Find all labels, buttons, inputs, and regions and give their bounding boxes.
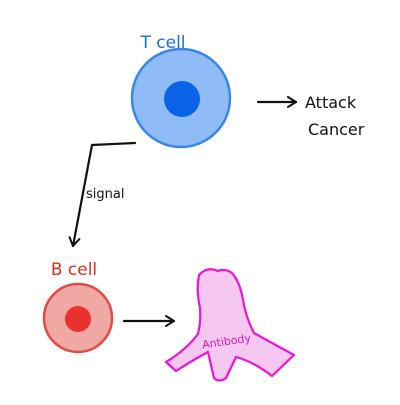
antibody-shape [164, 268, 296, 382]
t-cell-label: T cell [139, 33, 185, 53]
t-cell-nucleus [164, 81, 200, 117]
antibody: Antibody [164, 268, 296, 382]
b-cell-label: B cell [51, 260, 97, 280]
outcome-line-1: Attack [305, 93, 357, 112]
signal-arrow [68, 141, 137, 248]
t-cell: T cell [130, 33, 232, 149]
signal-label: signal [86, 187, 124, 202]
t-cell-outcome: Attack Cancer [305, 93, 365, 139]
b-cell-nucleus [65, 306, 91, 332]
b-cell: B cell [42, 260, 114, 354]
signal-connector: signal [68, 141, 137, 248]
outcome-line-2: Cancer [308, 120, 365, 139]
